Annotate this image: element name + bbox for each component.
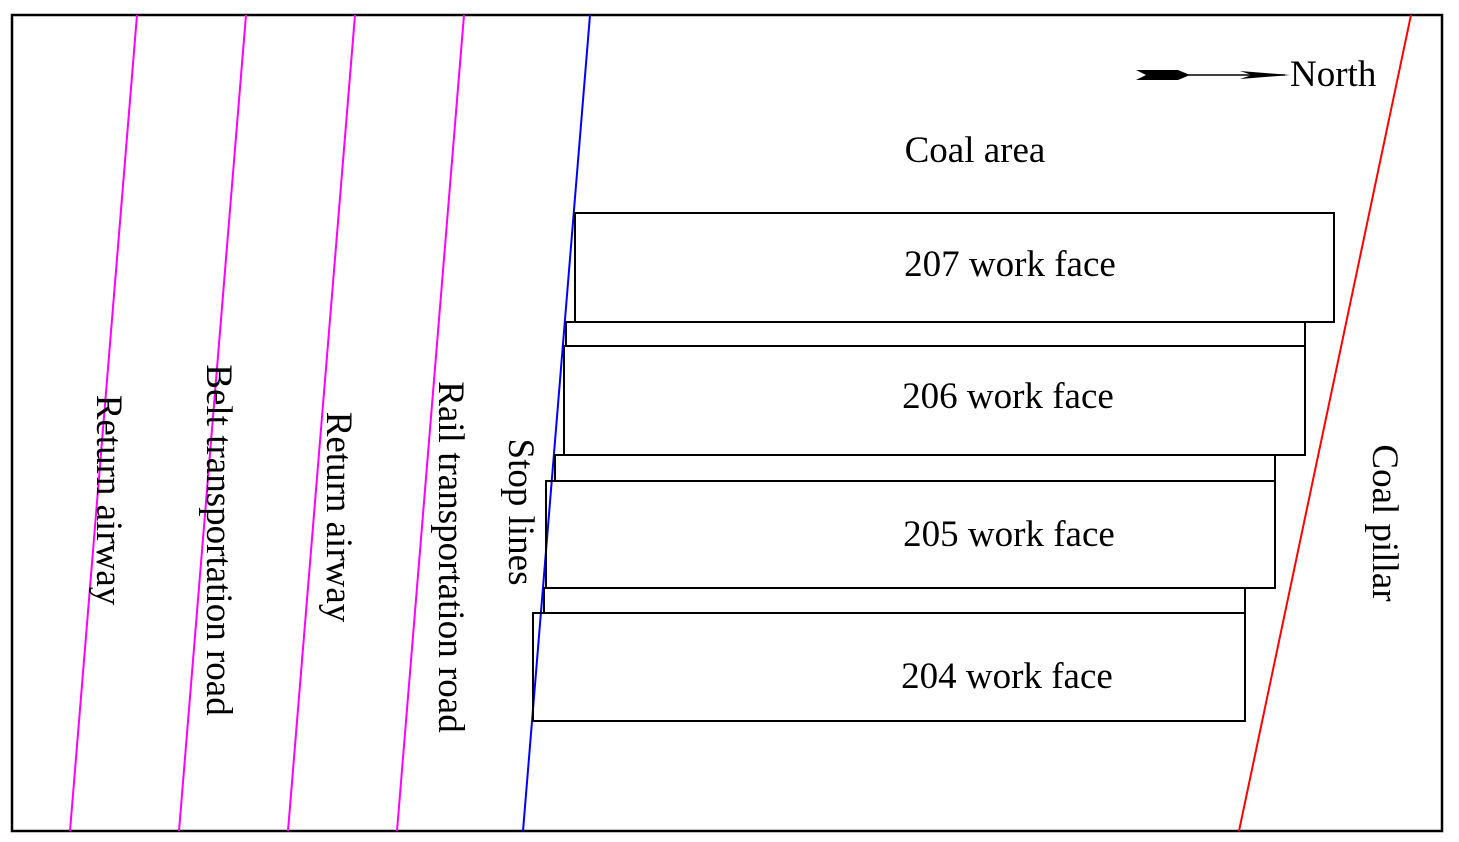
work-face-207-label: 207 work face (904, 244, 1116, 285)
roadway-label-rail-transportation-road: Rail transportation road (430, 381, 471, 733)
coal-pillar-line (1238, 14, 1412, 832)
work-face-204-label: 204 work face (901, 656, 1113, 697)
coal-pillar-label: Coal pillar (1364, 444, 1405, 601)
work-face-206-label: 206 work face (902, 376, 1114, 417)
stop-lines-label: Stop lines (500, 439, 541, 586)
stop-lines-line (522, 14, 591, 832)
north-label: North (1290, 54, 1377, 95)
work-face-206: 206 work face (563, 345, 1306, 456)
work-face-204-rect (532, 612, 1246, 722)
roadway-line-return-airway-2 (287, 14, 356, 832)
roadway-label-return-airway-2: Return airway (318, 412, 359, 623)
work-face-207: 207 work face (574, 212, 1335, 323)
roadway-label-return-airway-1: Return airway (88, 395, 129, 606)
north-arrow-icon (1136, 70, 1290, 80)
work-face-205-label: 205 work face (903, 514, 1115, 555)
roadway-label-belt-transportation-road: Belt transportation road (198, 364, 239, 716)
roadway-line-rail-transportation-road (396, 14, 465, 832)
roadway-line-belt-transportation-road (178, 14, 247, 832)
diagram-frame (10, 13, 1444, 833)
work-face-204: 204 work face (532, 612, 1246, 722)
coal-area-label: Coal area (905, 130, 1046, 171)
roadway-line-return-airway-1 (69, 14, 138, 832)
